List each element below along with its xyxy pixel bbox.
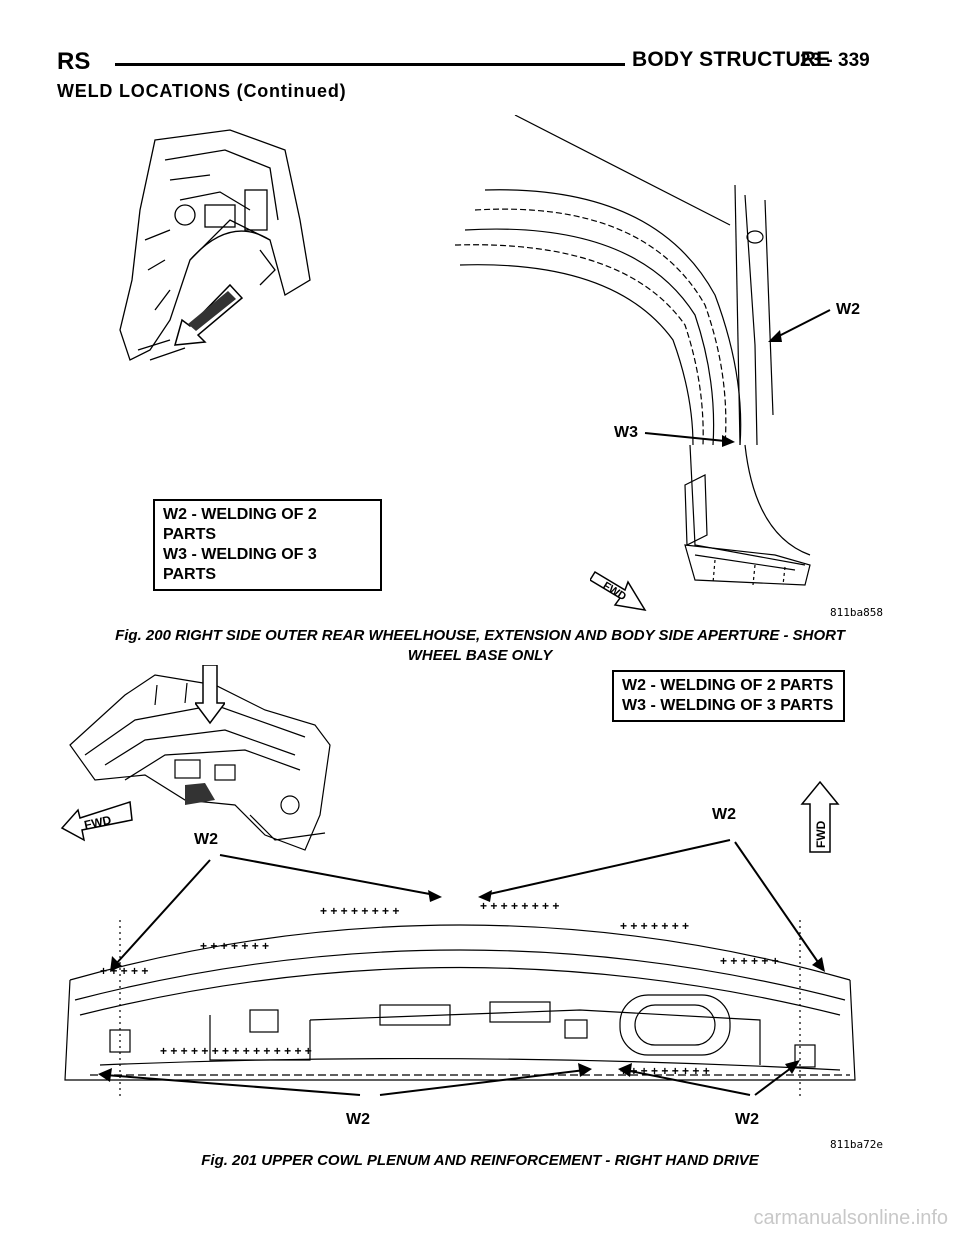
svg-text:+ + + + + + +: + + + + + + + <box>620 919 689 933</box>
fig200-body-side-illustration <box>119 129 311 361</box>
fig201-legend: W2 - WELDING OF 2 PARTS W3 - WELDING OF … <box>612 670 845 722</box>
fig201-legend-w3: W3 - WELDING OF 3 PARTS <box>622 697 834 714</box>
section-title: WELD LOCATIONS (Continued) <box>57 81 347 101</box>
fig200-caption: Fig. 200 RIGHT SIDE OUTER REAR WHEELHOUS… <box>60 626 900 666</box>
fig201-fwd-right-arrow: FWD <box>800 780 840 853</box>
svg-text:+ + + + + + + + + + + + + + +: + + + + + + + + + + + + + + + <box>160 1044 312 1058</box>
fig200-w3-callout: W3 <box>614 424 638 441</box>
fig201-w2-leader-lines <box>98 839 825 1096</box>
fig201-w2-callout-left: W2 <box>194 831 218 848</box>
fig200-fwd-arrow: FWD <box>590 570 647 612</box>
watermark: carmanualsonline.info <box>753 1207 948 1229</box>
fig201-fwd-left-arrow: FWD <box>60 801 133 842</box>
fig201-fwd-right-label: FWD <box>814 820 828 848</box>
header-rule <box>115 63 625 66</box>
fig200-w2-leader-line <box>768 309 831 342</box>
svg-text:+ + + + + + + +: + + + + + + + + <box>480 899 559 913</box>
fig201-illustration-code: 811ba72e <box>830 1138 883 1151</box>
page-number: 23 - 339 <box>800 50 870 71</box>
header-title: BODY STRUCTURE <box>632 48 831 71</box>
svg-text:+ + + + + + +: + + + + + + + <box>200 939 269 953</box>
fig200-legend-w2: W2 - WELDING OF 2 PARTS <box>163 506 317 543</box>
fig200-caption-line2: WHEEL BASE ONLY <box>407 647 553 664</box>
fig200-wheelhouse-illustration <box>455 115 811 586</box>
svg-text:+ + + + + + + +: + + + + + + + + <box>320 904 399 918</box>
fig200-legend-w3: W3 - WELDING OF 3 PARTS <box>163 546 317 583</box>
fig200-w2-callout: W2 <box>836 301 860 318</box>
header-manual-code: RS <box>57 48 91 75</box>
fig201-w2-callout-right: W2 <box>712 806 736 823</box>
fig201-legend-w2: W2 - WELDING OF 2 PARTS <box>622 677 834 694</box>
fig201-cowl-overview-illustration <box>69 674 331 851</box>
fig201-w2-callout-bottom-right: W2 <box>735 1111 759 1128</box>
fig201-w2-callout-bottom: W2 <box>346 1111 370 1128</box>
fig200-legend: W2 - WELDING OF 2 PARTS W3 - WELDING OF … <box>153 499 382 591</box>
fig200-caption-line1: Fig. 200 RIGHT SIDE OUTER REAR WHEELHOUS… <box>115 627 845 644</box>
fig200-forward-direction-arrow <box>173 283 244 346</box>
fig201-cowl-plenum-illustration: + + + + + + + + + + + + + + + + + + + + … <box>64 899 856 1100</box>
fig200-illustration-code: 811ba858 <box>830 606 883 619</box>
fig201-top-view-arrow <box>195 665 225 725</box>
fig201-caption: Fig. 201 UPPER COWL PLENUM AND REINFORCE… <box>201 1152 759 1169</box>
svg-text:+ + + + + +: + + + + + + <box>720 954 779 968</box>
fig201-fwd-left-label: FWD <box>83 813 113 832</box>
fig200-w3-leader-line <box>644 432 735 447</box>
